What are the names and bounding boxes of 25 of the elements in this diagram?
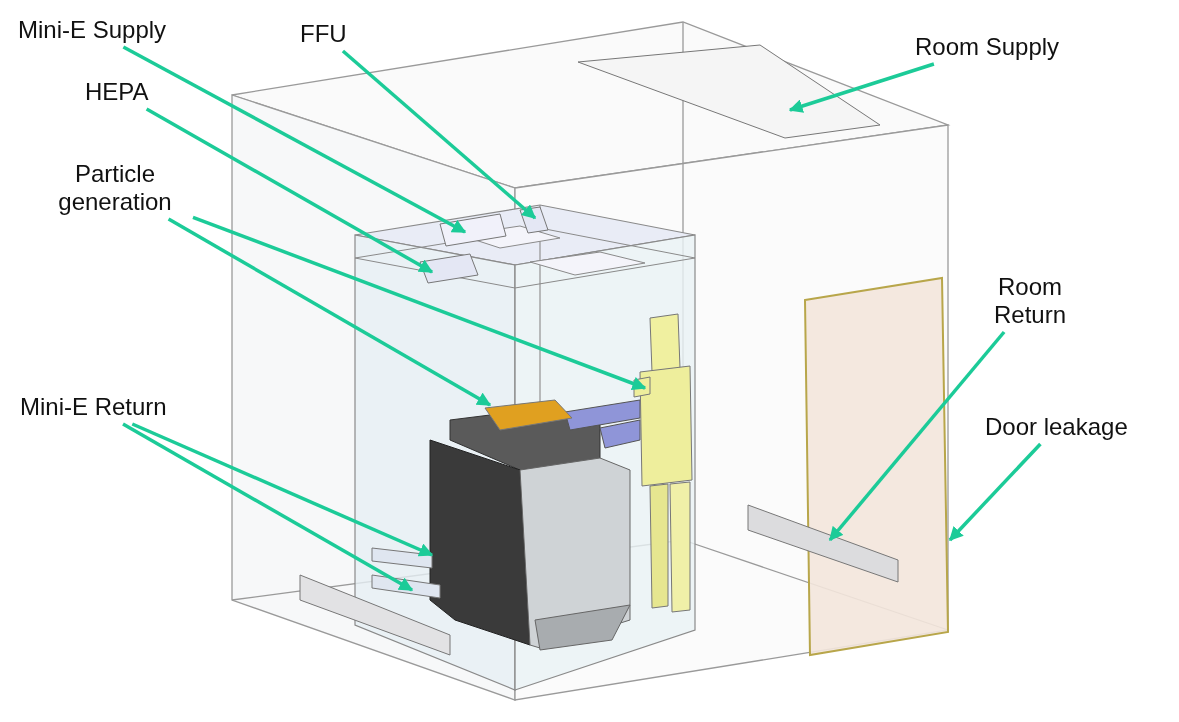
return-grille [747, 504, 899, 583]
part-label: HEPA [85, 78, 149, 106]
leader-arrow [828, 330, 1006, 542]
leader-arrow [341, 49, 537, 220]
leader-arrow [167, 217, 492, 407]
leader-arrow [948, 442, 1042, 542]
leader-arrow [131, 422, 434, 557]
supply-opening [439, 213, 507, 247]
leader-arrow [122, 422, 414, 592]
part-label: Room Return [975, 273, 1085, 329]
leader-arrow [145, 107, 434, 274]
return-opening [371, 574, 441, 599]
part-label: Mini-E Return [20, 393, 167, 421]
leader-arrow [122, 45, 467, 234]
leader-arrow [788, 62, 935, 113]
part-label: Door leakage [985, 413, 1128, 441]
part-label: Particle generation [40, 160, 190, 216]
part-label: Room Supply [915, 33, 1060, 61]
part-label: FFU [300, 20, 347, 48]
hepa-filter [419, 253, 479, 284]
return-opening [371, 547, 433, 569]
leader-arrow [192, 215, 647, 391]
part-label: Mini-E Supply [18, 16, 167, 44]
particle-source-block [484, 399, 573, 431]
ceiling-supply-grille [577, 44, 881, 139]
